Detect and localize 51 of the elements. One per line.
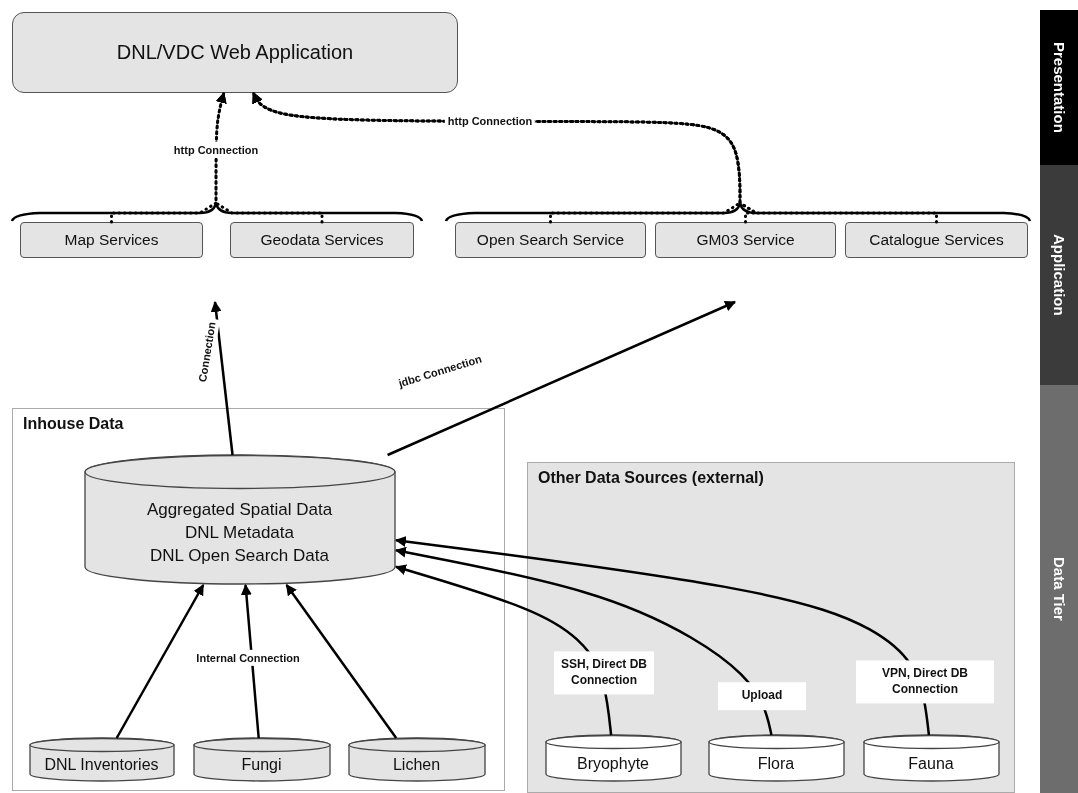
cylinder-label: Flora [757,754,795,773]
database-cylinder [347,737,486,782]
cylinder-label: DNL Inventories [44,756,159,774]
service-box [455,222,646,258]
box-label: Catalogue Services [869,231,1004,249]
database-cylinder [83,454,396,585]
arrow [210,300,234,456]
tier-band [1040,385,1078,793]
service-box [20,222,203,258]
cylinder-label: Lichen [392,756,441,774]
tier-label: Presentation [1050,42,1068,133]
dotted-arrow [251,91,938,224]
edge-label: VPN, Direct DB Connection [856,660,994,704]
arrow [115,584,205,739]
dotted-arrow [214,91,324,224]
group-panel [12,408,505,791]
arrow [394,546,773,736]
arrow [394,536,931,736]
tier-band [1040,165,1078,385]
tier-label: Data Tier [1050,557,1068,621]
database-cylinder [862,734,1000,782]
edge-label: SSH, Direct DB Connection [554,651,654,695]
tier-label: Application [1050,234,1068,316]
cylinder-label: Bryophyte [576,754,649,773]
service-box [230,222,414,258]
edge-label: Upload [718,682,806,710]
database-cylinder [28,737,175,782]
box-label: Open Search Service [476,231,625,249]
group-heading: Inhouse Data [23,415,124,433]
arrow [285,584,398,739]
arrow [387,300,736,457]
cylinder-label: Aggregated Spatial Data [146,499,333,522]
application-box [12,12,458,93]
dotted-arrow [110,91,227,224]
cylinder-label: Fauna [908,754,954,773]
database-cylinder [544,734,682,782]
group-panel [527,462,1015,793]
arrow [240,583,260,739]
cylinder-label: DNL Open Search Data [150,544,329,567]
box-label: Map Services [64,231,159,249]
group-heading: Other Data Sources (external) [538,469,764,487]
cylinder-label: Fungi [241,756,282,774]
database-cylinder [707,734,845,782]
box-label: Geodata Services [260,231,384,249]
database-cylinder [192,737,331,782]
service-box [655,222,836,258]
service-box [845,222,1028,258]
tier-band [1040,10,1078,165]
box-label: DNL/VDC Web Application [116,41,354,64]
cylinder-label: DNL Metadata [185,522,294,545]
box-label: GM03 Service [696,231,795,249]
